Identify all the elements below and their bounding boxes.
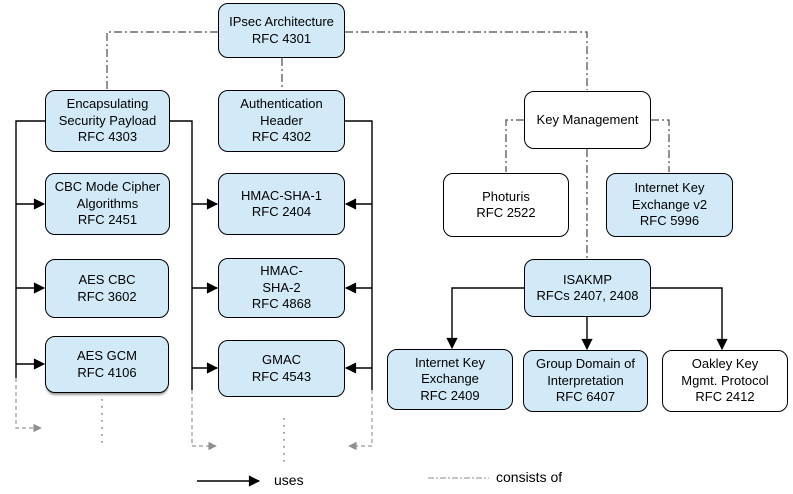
- isakmp-to-ike: [446, 287, 524, 350]
- node-isakmp-label: ISAKMP RFCs 2407, 2408: [536, 271, 639, 304]
- node-ikev2-label: Internet Key Exchange v2 RFC 5996: [631, 180, 708, 229]
- node-key-management-label: Key Management: [536, 111, 639, 127]
- node-gdoi: Group Domain of Interpretation RFC 6407: [523, 350, 648, 412]
- node-esp-label: Encapsulating Security Payload RFC 4303: [58, 96, 157, 145]
- node-key-management: Key Management: [524, 91, 651, 149]
- node-photuris-label: Photuris RFC 2522: [476, 188, 536, 221]
- node-gdoi-label: Group Domain of Interpretation RFC 6407: [536, 356, 635, 405]
- esp-left-trunk: [15, 120, 45, 378]
- ah-right-trunk: [343, 120, 373, 390]
- node-hmac-sha-1-label: HMAC-SHA-1 RFC 2404: [241, 187, 322, 220]
- node-authentication-header: Authentication Header RFC 4302: [218, 90, 345, 152]
- esp-right-trunk: [170, 120, 193, 390]
- node-hmac-sha-2-label: HMAC- SHA-2 RFC 4868: [251, 263, 312, 312]
- node-cbc-mode-cipher: CBC Mode Cipher Algorithms RFC 2451: [45, 173, 170, 235]
- ah-trunk-continuation: [348, 390, 373, 451]
- legend-consists-of-label: consists of: [496, 469, 563, 485]
- esp-trunk-continuation: [191, 390, 217, 451]
- consists-of-connectors: [106, 31, 670, 258]
- node-aes-cbc-label: AES CBC RFC 3602: [77, 272, 137, 304]
- node-oakley-label: Oakley Key Mgmt. Protocol RFC 2412: [681, 356, 769, 405]
- node-oakley: Oakley Key Mgmt. Protocol RFC 2412: [662, 350, 788, 412]
- node-aes-gcm-label: AES GCM RFC 4106: [77, 348, 137, 380]
- node-internet-key-exchange: Internet Key Exchange RFC 2409: [387, 349, 513, 410]
- node-aes-gcm: AES GCM RFC 4106: [45, 336, 169, 393]
- isakmp-to-oakley: [651, 287, 728, 351]
- node-aes-cbc: AES CBC RFC 3602: [45, 259, 169, 318]
- node-ipsec-architecture: IPsec Architecture RFC 4301: [218, 3, 345, 58]
- uses-connectors: [15, 120, 728, 390]
- node-ipsec-architecture-label: IPsec Architecture RFC 4301: [229, 14, 334, 46]
- node-hmac-sha-1: HMAC-SHA-1 RFC 2404: [218, 173, 345, 235]
- legend-uses-label: uses: [274, 472, 304, 488]
- km-to-photuris: [505, 119, 524, 172]
- node-isakmp: ISAKMP RFCs 2407, 2408: [524, 259, 651, 317]
- node-internet-key-exchange-label: Internet Key Exchange RFC 2409: [414, 354, 486, 403]
- node-cbc-mode-cipher-label: CBC Mode Cipher Algorithms RFC 2451: [54, 179, 161, 228]
- node-gmac: GMAC RFC 4543: [218, 340, 345, 397]
- node-gmac-label: GMAC RFC 4543: [251, 352, 312, 384]
- node-hmac-sha-2: HMAC- SHA-2 RFC 4868: [218, 258, 345, 318]
- legend-samples: [197, 475, 489, 487]
- ipsec-to-km: [345, 31, 588, 90]
- ipsec-to-esp: [106, 31, 218, 89]
- left-trunk-continuation: [15, 378, 42, 433]
- node-esp: Encapsulating Security Payload RFC 4303: [45, 90, 170, 152]
- node-authentication-header-label: Authentication Header RFC 4302: [240, 96, 323, 145]
- km-to-ikev2: [651, 119, 670, 172]
- continuation-connectors: [15, 378, 373, 466]
- node-photuris: Photuris RFC 2522: [443, 173, 569, 237]
- node-ikev2: Internet Key Exchange v2 RFC 5996: [606, 173, 733, 237]
